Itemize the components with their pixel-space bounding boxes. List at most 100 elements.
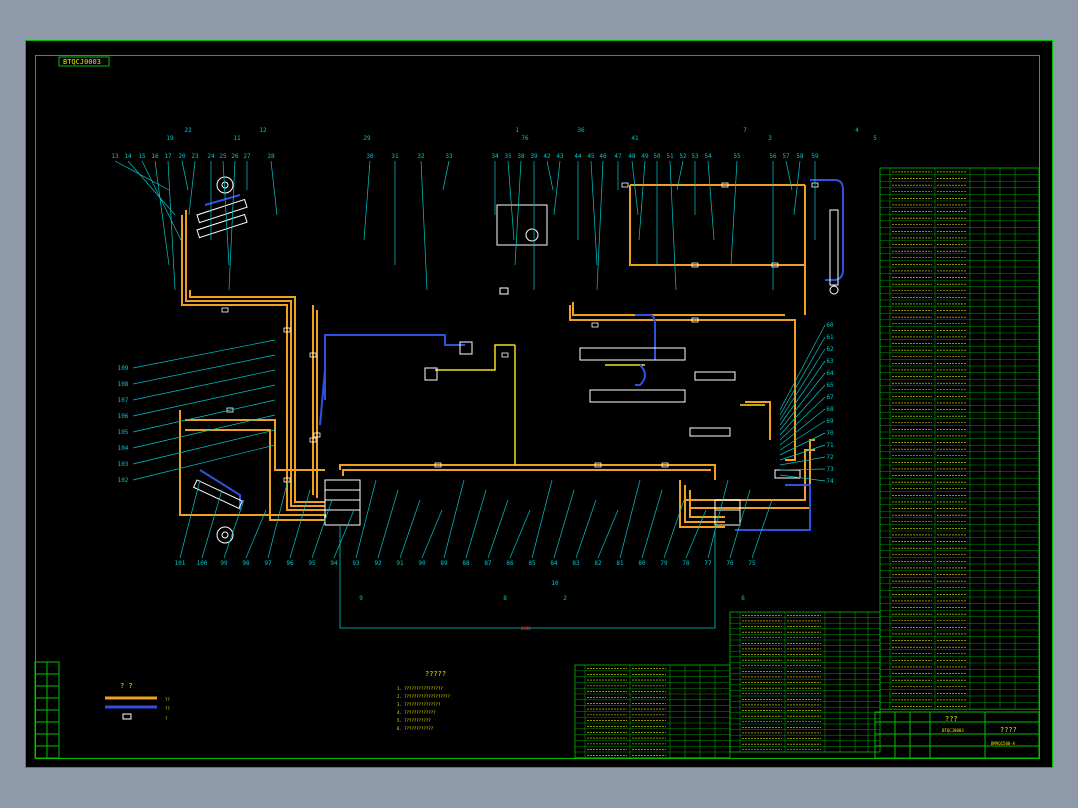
- callout-38: 38: [517, 153, 525, 160]
- outer-frame: [25, 40, 1053, 768]
- pipe-a: [181, 215, 325, 511]
- callout-55: 55: [733, 153, 741, 160]
- note-2: 2. ???????????????????: [397, 694, 451, 699]
- callout-upper-11: 11: [233, 135, 241, 142]
- name-cell: ???: [945, 715, 958, 723]
- callout-62: 62: [826, 346, 834, 353]
- callout-77: 77: [704, 560, 712, 567]
- callout-56: 56: [769, 153, 777, 160]
- callout-upper-41: 41: [631, 135, 639, 142]
- notes-heading: ?????: [425, 670, 446, 678]
- fitting-6: [661, 462, 669, 468]
- inner-frame: [35, 55, 1040, 759]
- callout-upper-1: 1: [515, 127, 519, 134]
- callout-upper-5: 5: [873, 135, 877, 142]
- callout-47: 47: [614, 153, 622, 160]
- note-1: 1. ????????????????: [397, 686, 443, 691]
- callout-100: 100: [197, 560, 208, 567]
- callout-51: 51: [666, 153, 674, 160]
- callout-98: 98: [242, 560, 250, 567]
- cylinder-right-2: [689, 427, 731, 437]
- return-lines: [199, 179, 844, 531]
- ground-bus: [339, 525, 716, 629]
- legend-label-1: ??: [165, 697, 170, 702]
- accumulator: [829, 209, 839, 286]
- title-block: ??? ???? BTQCJ0003 BM9Q1500-A: [874, 711, 1040, 759]
- legend-label-2: ??: [165, 706, 170, 711]
- callout-95: 95: [308, 560, 316, 567]
- drawing-code: BTQCJ0003: [63, 58, 101, 66]
- legend-label-3: ?: [165, 716, 168, 721]
- components: [192, 176, 839, 544]
- callout-32: 32: [417, 153, 425, 160]
- callout-99: 99: [220, 560, 228, 567]
- callout-upper-76: 76: [521, 135, 529, 142]
- check-valve: [459, 341, 473, 355]
- callout-60: 60: [826, 322, 834, 329]
- callout-upper-3: 3: [768, 135, 772, 142]
- callout-64: 64: [826, 370, 834, 377]
- callout-104: 104: [118, 445, 129, 452]
- fitting-9: [771, 262, 779, 268]
- callout-43: 43: [556, 153, 564, 160]
- fitting-1: [283, 327, 291, 333]
- callout-105: 105: [118, 429, 129, 436]
- callout-20: 20: [178, 153, 186, 160]
- callout-102: 102: [118, 477, 129, 484]
- multiway-valve-left: [324, 479, 361, 526]
- red-mark: 0000: [521, 626, 531, 631]
- callout-8: 8: [503, 595, 507, 602]
- fitting-10: [691, 317, 699, 323]
- technical-notes: ????? 1. ???????????????? 2. ???????????…: [397, 670, 451, 731]
- legend-fitting-symbol: [122, 713, 132, 720]
- callout-48: 48: [628, 153, 636, 160]
- callout-58: 58: [796, 153, 804, 160]
- drawing-sheet: BTQCJ0003 ??? ???? BTQCJ0: [25, 40, 1053, 768]
- callout-83: 83: [572, 560, 580, 567]
- callout-94: 94: [330, 560, 338, 567]
- callout-upper-7: 7: [743, 127, 747, 134]
- callout-24: 24: [207, 153, 215, 160]
- callout-96: 96: [286, 560, 294, 567]
- pressure-lines: [179, 184, 815, 528]
- callout-108: 108: [118, 381, 129, 388]
- callout-9: 9: [359, 595, 363, 602]
- pipe-fittings: [221, 182, 819, 483]
- callout-109: 109: [118, 365, 129, 372]
- sheet-code: BM9Q1500-A: [991, 741, 1016, 746]
- callout-25: 25: [219, 153, 227, 160]
- callout-13: 13: [111, 153, 119, 160]
- legend: ? ? ?? ?? ?: [105, 682, 170, 721]
- fitting-13: [309, 437, 317, 443]
- callout-2: 2: [563, 595, 567, 602]
- callout-79: 79: [660, 560, 668, 567]
- fitting-4: [434, 462, 442, 468]
- revision-strip: [34, 661, 60, 759]
- callout-97: 97: [264, 560, 272, 567]
- note-3: 3. ???????????????: [397, 702, 441, 707]
- parts-list-left: [574, 664, 731, 759]
- pump-motor-bottom: [216, 526, 234, 544]
- callout-84: 84: [550, 560, 558, 567]
- callout-14: 14: [124, 153, 132, 160]
- callout-44: 44: [574, 153, 582, 160]
- parts-list-right: [879, 167, 1040, 710]
- cylinder-top-left: [196, 198, 248, 224]
- callout-46: 46: [599, 153, 607, 160]
- callout-16: 16: [151, 153, 159, 160]
- fitting-12: [283, 477, 291, 483]
- multiway-valve-right: [714, 499, 741, 526]
- callout-53: 53: [691, 153, 699, 160]
- callout-86: 86: [506, 560, 514, 567]
- fitting-7: [721, 182, 729, 188]
- callout-82: 82: [594, 560, 602, 567]
- fitting-14: [501, 352, 509, 358]
- callout-103: 103: [118, 461, 129, 468]
- cylinder-mid-2: [589, 389, 686, 403]
- cylinder-right-1: [694, 371, 736, 381]
- callout-89: 89: [440, 560, 448, 567]
- fitting-17: [591, 322, 599, 328]
- fitting-15: [621, 182, 629, 188]
- note-6: 6. ????????????: [397, 726, 434, 731]
- callout-67: 67: [826, 394, 834, 401]
